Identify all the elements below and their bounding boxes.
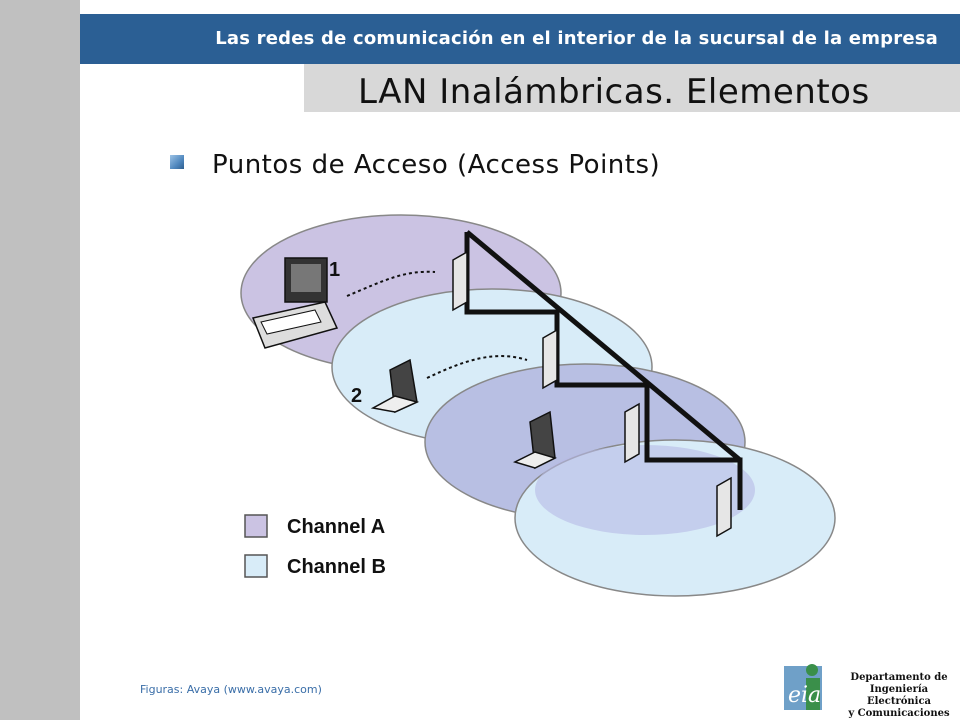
bullet-icon bbox=[170, 155, 184, 169]
marker-2: 2 bbox=[351, 385, 362, 407]
left-sidebar-bar bbox=[0, 0, 80, 720]
department-line-1: Departamento de bbox=[850, 672, 948, 683]
bullet-text: Puntos de Acceso (Access Points) bbox=[212, 150, 661, 180]
department-line-3: y Comunicaciones bbox=[848, 708, 950, 719]
legend-swatch-channel-b bbox=[244, 554, 268, 578]
legend-label-channel-b: Channel B bbox=[287, 556, 386, 578]
coverage-overlap bbox=[535, 445, 755, 535]
laptop-icon-2 bbox=[512, 410, 558, 470]
access-points-figure: 1 2 Channel A Channel B bbox=[240, 214, 836, 597]
backbone-cable bbox=[464, 232, 743, 510]
header-title: Las redes de comunicación en el interior… bbox=[215, 28, 938, 49]
wireless-link-2 bbox=[426, 355, 528, 379]
backbone-cable-diagonal bbox=[465, 230, 742, 462]
legend-swatch-channel-a bbox=[244, 514, 268, 538]
laptop-icon-1 bbox=[370, 358, 420, 414]
access-point-3 bbox=[624, 402, 640, 464]
title-band bbox=[304, 64, 960, 112]
logo-letters: eia bbox=[788, 683, 821, 708]
wireless-link-1 bbox=[346, 270, 436, 297]
access-point-4 bbox=[716, 476, 732, 538]
slide-title: LAN Inalámbricas. Elementos bbox=[358, 72, 870, 112]
access-point-1 bbox=[452, 250, 468, 312]
legend-label-channel-a: Channel A bbox=[287, 516, 385, 538]
figure-credit: Figuras: Avaya (www.avaya.com) bbox=[140, 683, 322, 696]
university-logo: eia bbox=[784, 664, 822, 710]
department-line-2: Ingeniería Electrónica bbox=[866, 684, 932, 707]
access-point-2 bbox=[542, 328, 558, 390]
department-name: Departamento de Ingeniería Electrónica y… bbox=[838, 672, 960, 720]
desktop-computer-icon bbox=[251, 257, 339, 349]
header-band: Las redes de comunicación en el interior… bbox=[80, 14, 960, 64]
marker-1: 1 bbox=[329, 259, 340, 281]
